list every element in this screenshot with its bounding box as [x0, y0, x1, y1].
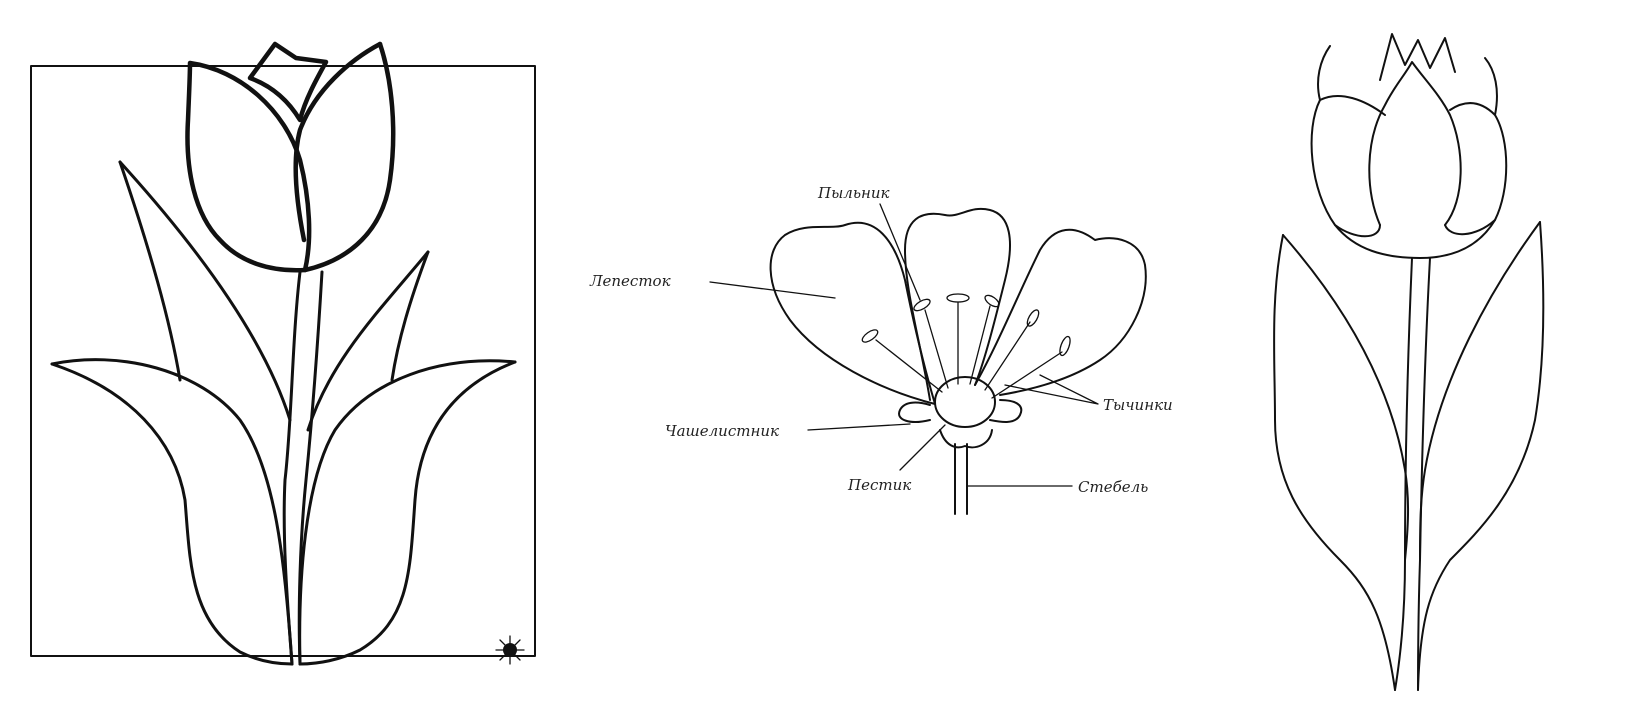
left-tulip-frame — [30, 65, 536, 657]
flower-structure-drawing — [769, 207, 1147, 515]
stem-label: Стебель — [1078, 478, 1148, 496]
stamens-label: Тычинки — [1103, 396, 1173, 414]
pistil-label: Пестик — [847, 476, 911, 494]
leader-lines — [709, 203, 1099, 487]
flower-diagram-figure: Пыльник Лепесток Тычинки Чашелистник Пес… — [589, 184, 1173, 515]
sepal-label: Чашелистник — [665, 422, 779, 440]
sun-logo-icon — [495, 635, 525, 665]
right-tulip-figure — [1273, 33, 1545, 691]
right-tulip-drawing — [1273, 33, 1545, 691]
anther-label: Пыльник — [817, 184, 890, 202]
left-tulip-figure — [30, 41, 536, 666]
petal-label: Лепесток — [589, 272, 671, 290]
left-tulip-drawing — [50, 41, 525, 666]
stamens-group — [861, 293, 1071, 399]
